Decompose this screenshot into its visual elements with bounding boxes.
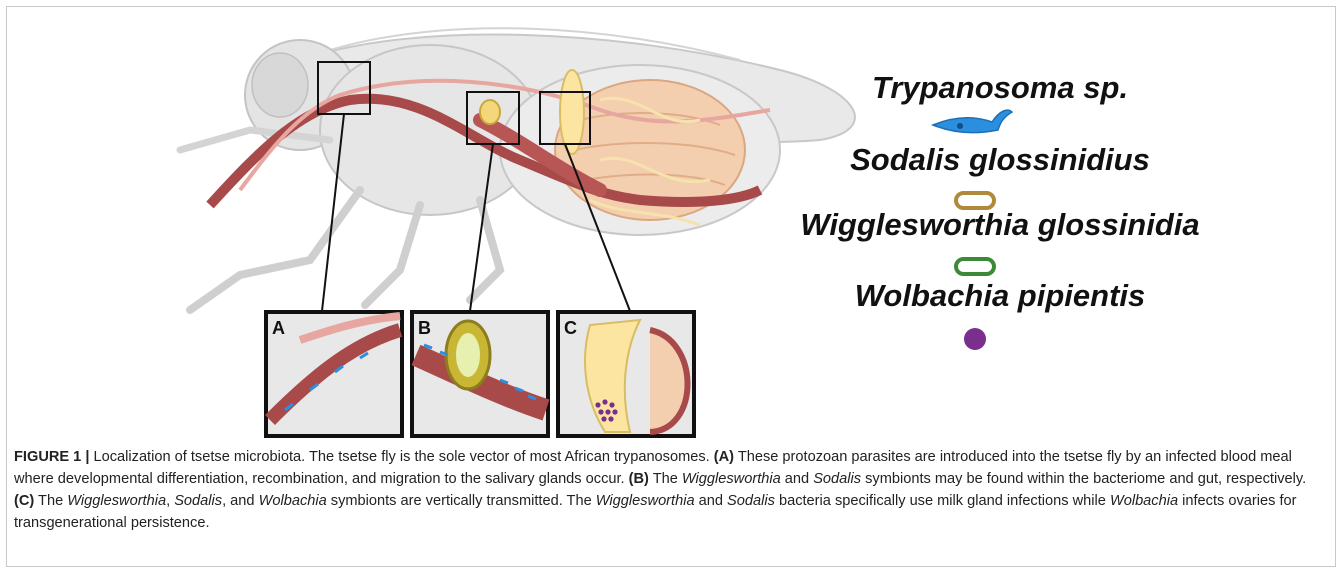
caption-tag-c: (C) [14,493,34,509]
caption-text: and [695,493,727,509]
wigglesworthia-rod-icon [956,259,994,274]
caption-text: , and [222,493,259,509]
taxon-name: Wigglesworthia [682,471,781,487]
bacteriome [480,100,500,124]
taxon-name: Sodalis [174,493,222,509]
legend-label: Wolbachia pipientis [770,278,1230,314]
panel-b [412,312,548,436]
wolbachia-sphere-icon [964,328,986,350]
legend-item-trypanosoma: Trypanosoma sp. [770,70,1230,106]
caption-text: The [34,493,67,509]
legend-label: Trypanosoma sp. [770,70,1230,106]
taxon-name: Wolbachia [259,493,327,509]
caption-tag-a: (A) [714,449,734,465]
figure-illustration: A B C Trypanosoma sp. Sodalis glossinidi… [0,0,1344,440]
caption-tag-b: (B) [629,471,649,487]
trypanosome-icon [933,110,1012,132]
taxon-name: Wolbachia [1110,493,1178,509]
panel-a [266,312,402,436]
legend-item-wolbachia: Wolbachia pipientis [770,278,1230,314]
taxon-name: Sodalis [813,471,861,487]
taxon-name: Sodalis [727,493,775,509]
taxon-name: Wigglesworthia [596,493,695,509]
panel-label-a: A [272,318,285,339]
caption-lead: Localization of tsetse microbiota. The t… [94,449,714,465]
panel-label-c: C [564,318,577,339]
sodalis-rod-icon [956,193,994,208]
milk-gland [560,70,584,154]
caption-separator: | [81,449,93,465]
caption-text: bacteria specifically use milk gland inf… [775,493,1110,509]
taxon-name: Wigglesworthia [67,493,166,509]
caption-text: and [781,471,813,487]
legend-label: Sodalis glossinidius [770,142,1230,178]
figure-caption: FIGURE 1 | Localization of tsetse microb… [14,446,1330,534]
figure-label: FIGURE 1 [14,449,81,465]
panel-c [558,312,694,436]
caption-text: symbionts may be found within the bacter… [861,471,1306,487]
caption-text: The [649,471,682,487]
caption-text: , [166,493,174,509]
legend-item-wigglesworthia: Wigglesworthia glossinidia [770,207,1230,243]
legend-item-sodalis: Sodalis glossinidius [770,142,1230,178]
caption-text: symbionts are vertically transmitted. Th… [327,493,596,509]
panel-label-b: B [418,318,431,339]
legend-label: Wigglesworthia glossinidia [770,207,1230,243]
